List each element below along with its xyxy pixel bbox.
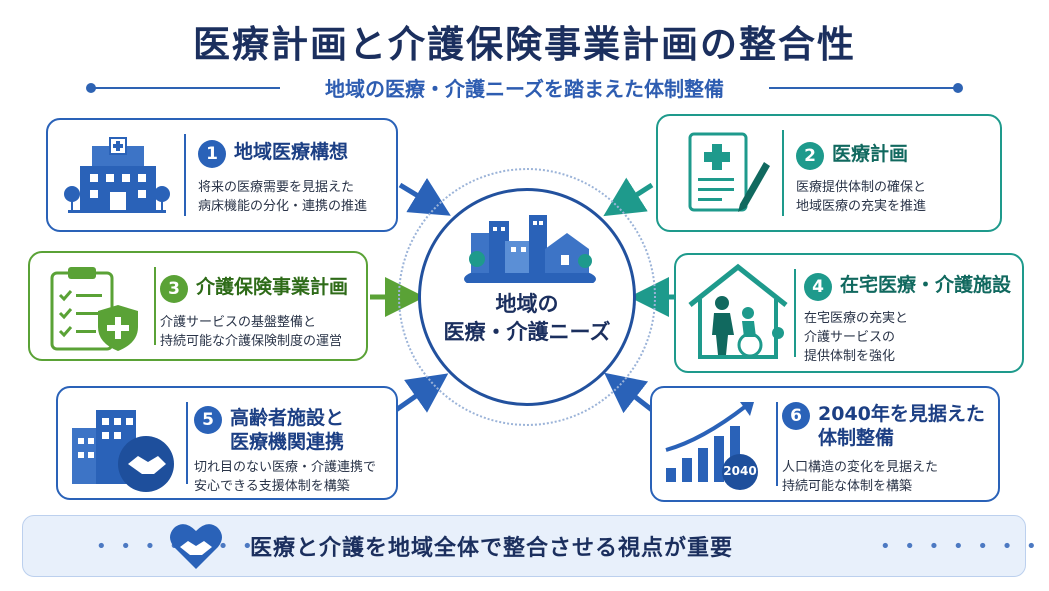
arrow-5: [394, 373, 449, 413]
card-divider: [186, 402, 188, 484]
home-care-icon: [688, 263, 788, 359]
card-header: 2 医療計画: [796, 142, 908, 170]
card-header: 6 2040年を見据えた 体制整備: [782, 402, 985, 450]
card-description-line2: 病床機能の分化・連携の推進: [198, 199, 368, 214]
card-number-badge: 3: [160, 275, 188, 303]
card-2040-system: 2040 6 2040年を見据えた 体制整備 人口構造の変化を見据えた 持続可能…: [650, 386, 1000, 502]
card-divider: [154, 267, 156, 345]
card-number-badge: 1: [198, 140, 226, 168]
arrow-2: [603, 177, 654, 217]
medical-document-icon: [688, 132, 770, 212]
card-description-line1: 将来の医療需要を見据えた: [198, 180, 355, 195]
card-medical-plan: 2 医療計画 医療提供体制の確保と 地域医療の充実を推進: [656, 114, 1002, 232]
growth-chart-icon: [665, 402, 758, 490]
card-title: 医療計画: [832, 143, 909, 165]
card-description: 介護サービスの基盤整備と 持続可能な介護保険制度の運営: [160, 313, 342, 351]
card-divider: [776, 402, 778, 486]
page-title: 医療計画と介護保険事業計画の整合性: [193, 23, 856, 66]
center-label-line1: 地域の: [495, 292, 559, 316]
bottom-message: 医療と介護を地域全体で整合させる視点が重要: [250, 536, 734, 561]
subtitle-dot-left: [86, 83, 96, 93]
card-header: 5 高齢者施設と 医療機関連携: [194, 406, 344, 454]
clipboard-shield-icon: [50, 267, 138, 351]
center-label-line2: 医療・介護ニーズ: [443, 320, 611, 344]
center-dotted-ring: [398, 168, 656, 426]
city-icon: [464, 215, 596, 283]
card-description-line2: 持続可能な介護保険制度の運営: [160, 334, 343, 349]
center-label: 地域の 医療・介護ニーズ: [418, 290, 636, 346]
arrow-1: [398, 177, 451, 216]
card-long-term-care-insurance-plan: 3 介護保険事業計画 介護サービスの基盤整備と 持続可能な介護保険制度の運営: [28, 251, 368, 361]
arrow-6: [604, 372, 654, 414]
card-divider: [782, 130, 784, 216]
card-description-line1: 医療提供体制の確保と: [796, 180, 927, 195]
card-divider: [184, 134, 186, 216]
card-number-badge: 6: [782, 402, 810, 430]
hospital-icon: [64, 137, 170, 213]
card-description-line1: 切れ目のない医療・介護連携で: [194, 460, 377, 475]
card-header: 3 介護保険事業計画: [160, 275, 348, 303]
heart-handshake-icon: [170, 524, 222, 569]
card-number-badge: 4: [804, 273, 832, 301]
card-title-line1: 2040年を見据えた: [818, 403, 985, 425]
subtitle-line-right: [769, 87, 959, 89]
card-description: 医療提供体制の確保と 地域医療の充実を推進: [796, 178, 926, 216]
card-title: 介護保険事業計画: [196, 276, 349, 298]
card-number-badge: 2: [796, 142, 824, 170]
card-title-line2: 体制整備: [818, 427, 895, 449]
card-number-badge: 5: [194, 406, 222, 434]
card-header: 4 在宅医療・介護施設: [804, 273, 1011, 301]
card-header: 1 地域医療構想: [198, 140, 348, 168]
dots-right: • • • • • • •: [880, 536, 1041, 557]
card-title-line1: 高齢者施設と: [230, 407, 345, 429]
card-description-line1: 介護サービスの基盤整備と: [160, 315, 317, 330]
card-elderly-facilities-medical-cooperation: 5 高齢者施設と 医療機関連携 切れ目のない医療・介護連携で 安心できる支援体制…: [56, 386, 398, 500]
card-description-line2: 介護サービスの: [804, 330, 896, 345]
subtitle-dot-right: [953, 83, 963, 93]
card-description: 人口構造の変化を見据えた 持続可能な体制を構築: [782, 458, 938, 496]
card-divider: [794, 269, 796, 357]
card-description-line2: 安心できる支援体制を構築: [194, 479, 350, 494]
subtitle: 地域の医療・介護ニーズを踏まえた体制整備: [325, 77, 724, 101]
subtitle-line-left: [90, 87, 280, 89]
card-description-line2: 地域医療の充実を推進: [796, 199, 927, 214]
card-title: 地域医療構想: [234, 141, 349, 163]
card-description-line2: 持続可能な体制を構築: [782, 479, 913, 494]
subtitle-row: 地域の医療・介護ニーズを踏まえた体制整備: [86, 70, 963, 104]
chart-icon-label: 2040: [723, 464, 757, 478]
card-title: 2040年を見据えた 体制整備: [818, 402, 985, 450]
center-circle: [418, 188, 636, 406]
card-description-line1: 在宅医療の充実と: [804, 311, 909, 326]
card-description-line1: 人口構造の変化を見据えた: [782, 460, 939, 475]
card-description: 切れ目のない医療・介護連携で 安心できる支援体制を構築: [194, 458, 376, 496]
card-title: 在宅医療・介護施設: [840, 274, 1012, 296]
card-regional-medical-vision: 1 地域医療構想 将来の医療需要を見据えた 病床機能の分化・連携の推進: [46, 118, 398, 232]
card-title-line2: 医療機関連携: [230, 431, 345, 453]
card-description-line3: 提供体制を強化: [804, 349, 896, 364]
card-home-care-facilities: 4 在宅医療・介護施設 在宅医療の充実と 介護サービスの 提供体制を強化: [674, 253, 1024, 373]
card-description: 将来の医療需要を見据えた 病床機能の分化・連携の推進: [198, 178, 367, 216]
card-description: 在宅医療の充実と 介護サービスの 提供体制を強化: [804, 309, 908, 366]
facility-handshake-icon: [72, 410, 174, 492]
card-title: 高齢者施設と 医療機関連携: [230, 406, 344, 454]
